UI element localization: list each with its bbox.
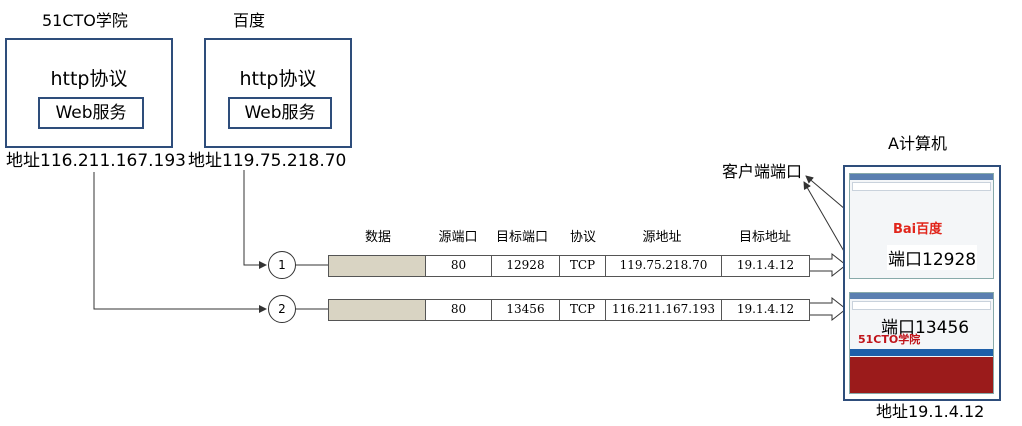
- server-baidu-service: Web服务: [228, 97, 332, 129]
- computer-address: 地址19.1.4.12: [876, 402, 985, 421]
- src-port-cell: 80: [425, 256, 491, 276]
- dst-port-cell: 13456: [491, 300, 559, 320]
- address-bar: [852, 301, 991, 310]
- src-addr-cell: 119.75.218.70: [605, 256, 721, 276]
- computer-title: A计算机: [888, 134, 947, 153]
- nav-bar: [850, 349, 993, 356]
- protocol-cell: TCP: [559, 300, 605, 320]
- data-cell: [329, 256, 425, 276]
- address-bar: [852, 182, 991, 191]
- dst-port-cell: 12928: [491, 256, 559, 276]
- window-titlebar: [850, 293, 993, 299]
- 51cto-logo: 51CTO学院: [858, 333, 921, 346]
- header-src-addr: 源地址: [642, 230, 682, 245]
- header-protocol: 协议: [569, 230, 596, 245]
- dst-addr-cell: 19.1.4.12: [721, 256, 809, 276]
- header-src-port: 源端口: [438, 230, 478, 245]
- server-51cto-protocol: http协议: [50, 68, 128, 90]
- red-banner: [850, 357, 993, 393]
- src-addr-cell: 116.211.167.193: [605, 300, 721, 320]
- protocol-cell: TCP: [559, 256, 605, 276]
- window-titlebar: [850, 174, 993, 180]
- row1-marker: 1: [268, 251, 296, 279]
- row2-marker: 2: [268, 295, 296, 323]
- computer-box: Bai百度 端口12928 51CTO学院 端口13456: [843, 165, 1001, 401]
- header-dst-addr: 目标地址: [738, 230, 791, 245]
- dst-addr-cell: 19.1.4.12: [721, 300, 809, 320]
- server-51cto-service: Web服务: [38, 97, 144, 129]
- header-data: 数据: [364, 230, 391, 245]
- server-51cto-address: 地址116.211.167.193: [6, 151, 187, 171]
- table-row: 80 13456 TCP 116.211.167.193 19.1.4.12: [328, 299, 810, 321]
- data-cell: [329, 300, 425, 320]
- baidu-logo: Bai百度: [893, 222, 943, 237]
- server-baidu-box: http协议 Web服务: [204, 38, 352, 148]
- server-51cto-box: http协议 Web服务: [5, 38, 173, 148]
- table-row: 80 12928 TCP 119.75.218.70 19.1.4.12: [328, 255, 810, 277]
- server-baidu-name: 百度: [233, 11, 266, 30]
- server-51cto-name: 51CTO学院: [42, 11, 128, 30]
- port2-label: 端口13456: [881, 318, 970, 338]
- client-port-label: 客户端端口: [722, 162, 803, 181]
- server-baidu-address: 地址119.75.218.70: [188, 151, 347, 171]
- header-dst-port: 目标端口: [495, 230, 548, 245]
- server-baidu-protocol: http协议: [239, 68, 317, 90]
- src-port-cell: 80: [425, 300, 491, 320]
- port1-label: 端口12928: [887, 245, 978, 270]
- browser-screenshot-51cto: 51CTO学院: [849, 292, 994, 394]
